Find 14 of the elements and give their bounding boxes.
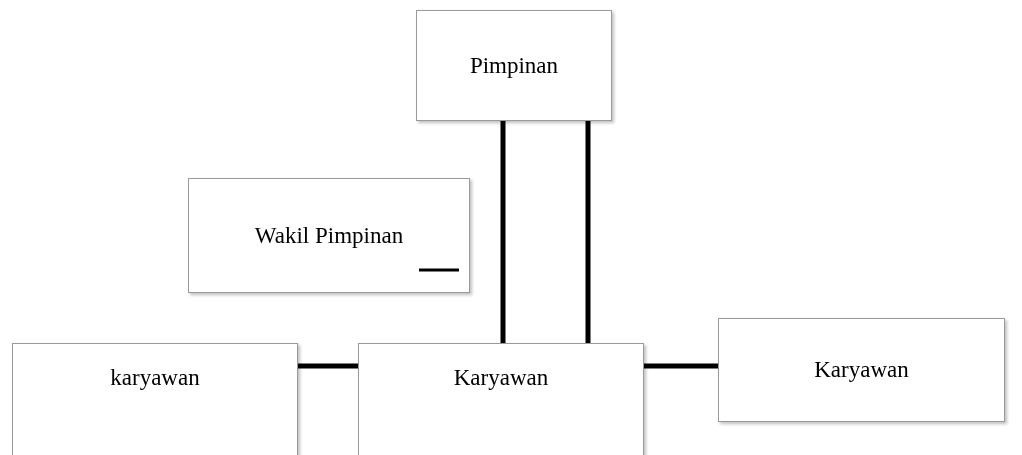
role-label: Pimpinan: [469, 51, 559, 80]
org-box: [416, 10, 612, 121]
role-label: karyawan: [110, 364, 200, 392]
connector-line: [298, 363, 358, 369]
org-box: [358, 343, 644, 455]
role-label: Karyawan: [453, 364, 549, 392]
connector-line: [644, 363, 718, 369]
connector-line: [585, 121, 591, 343]
role-label: Karyawan: [814, 356, 909, 384]
role-label: Wakil Pimpinan: [254, 221, 404, 250]
org-box: [188, 178, 470, 293]
org-box: [718, 318, 1005, 422]
org-box: [12, 343, 298, 455]
connector-line: [500, 121, 506, 343]
